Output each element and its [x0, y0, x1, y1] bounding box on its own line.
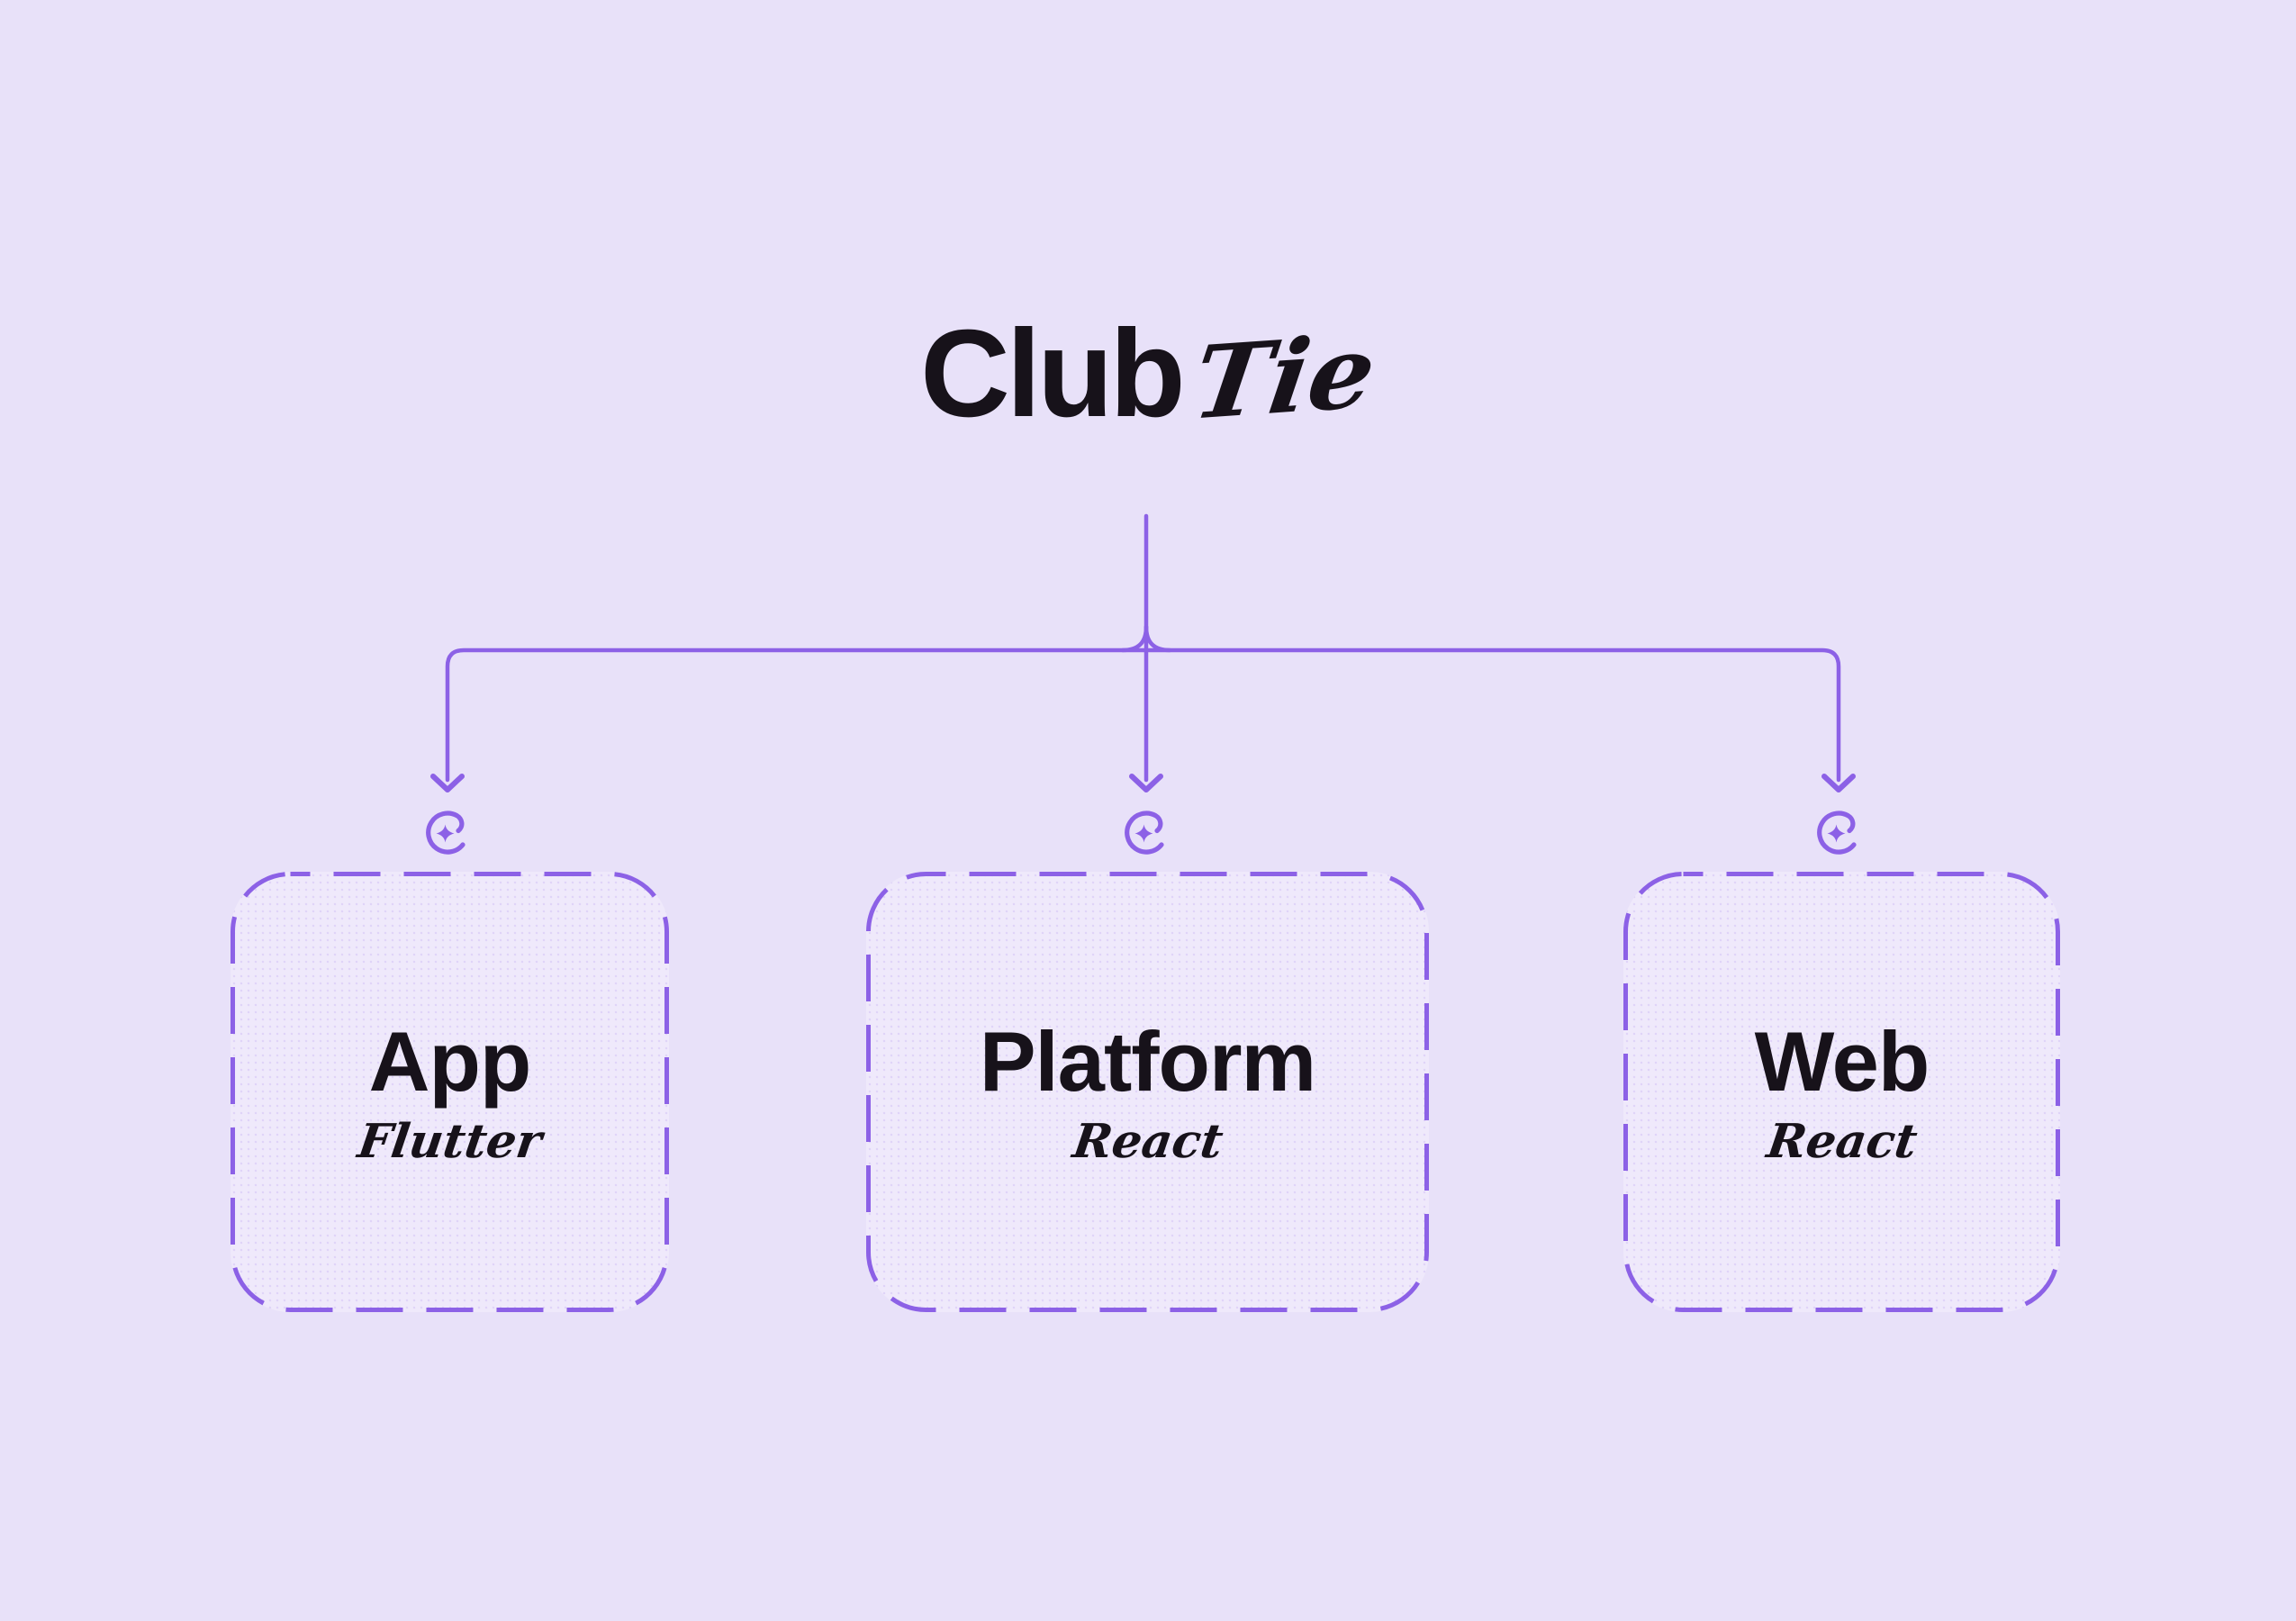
node-label-platform: Platform [979, 1013, 1316, 1109]
node-sublabel-platform: React [1069, 1113, 1226, 1169]
arrow-down-icon [1129, 774, 1163, 792]
sparkle-circle-icon [426, 810, 466, 855]
logo-wordmark-sans: Club [920, 304, 1186, 443]
node-sublabel-web: React [1763, 1113, 1921, 1169]
node-box-platform: Platform React [866, 872, 1429, 1312]
branch-rail-line [445, 647, 1841, 783]
node-box-web: Web React [1623, 872, 2060, 1312]
arrow-down-icon [1821, 774, 1856, 792]
sparkle-star-glyph [436, 824, 455, 843]
dashed-border [1623, 872, 2060, 1312]
junction-fillet-left [1120, 624, 1149, 653]
node-sublabel-app: Flutter [354, 1113, 546, 1169]
node-box-app: App Flutter [231, 872, 669, 1312]
clubtie-logo: Club Tie [920, 304, 1382, 443]
junction-fillet-right [1143, 624, 1172, 653]
sparkle-circle-icon [1125, 810, 1164, 855]
sparkle-circle-icon [1817, 810, 1857, 855]
sparkle-star-glyph [1134, 824, 1153, 843]
arrow-down-icon [430, 774, 465, 792]
sparkle-star-glyph [1827, 824, 1846, 843]
dashed-border [231, 872, 669, 1312]
node-label-web: Web [1754, 1013, 1930, 1109]
dashed-border [866, 872, 1429, 1312]
node-label-app: App [368, 1013, 532, 1109]
